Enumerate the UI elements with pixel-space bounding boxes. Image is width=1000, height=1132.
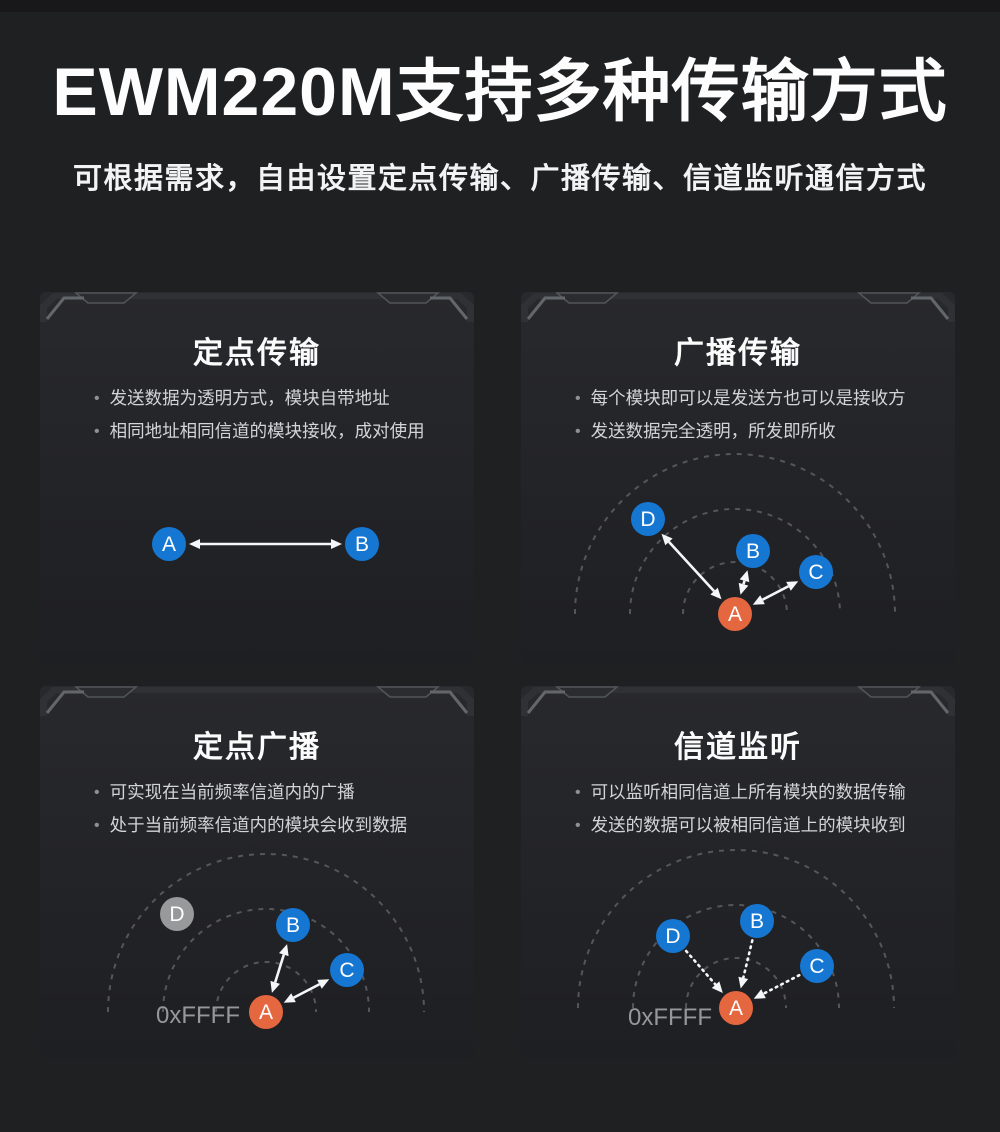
node-b: B [740,904,774,938]
bullet-item: • 发送的数据可以被相同信道上的模块收到 [575,809,935,842]
bullet-item: • 每个模块即可以是发送方也可以是接收方 [575,382,935,415]
fixed-broadcast-diagram: D B C A 0xFFFF [107,853,425,1029]
bullet-item: • 可实现在当前频率信道内的广播 [94,776,454,809]
arrow-b-a [738,939,754,989]
bullet-text: 发送的数据可以被相同信道上的模块收到 [590,815,906,835]
node-b: B [736,534,770,568]
bullet-dot: • [575,423,581,440]
card-title: 定点广播 [193,731,321,764]
bullet-text: 每个模块即可以是发送方也可以是接收方 [590,388,906,408]
signal-arc [107,853,425,1013]
broadcast-diagram: D B C A [574,453,896,631]
node-d: D [631,502,665,536]
node-d: D [656,919,690,953]
node-b: B [276,908,310,942]
bullet-dot: • [94,390,100,407]
bullet-item: • 处于当前频率信道内的模块会收到数据 [94,809,454,842]
node-label: D [169,903,184,926]
card-channel-listening: 信道监听 • 可以监听相同信道上所有模块的数据传输 • 发送的数据可以被相同信道上的模… [521,686,955,1058]
node-a: A [152,527,186,561]
arrow-a-c [752,581,799,605]
arrow-a-b [270,944,289,993]
bullet-dot: • [575,390,581,407]
node-label: B [286,914,300,937]
channel-listening-diagram: D B C A 0xFFFF [577,849,895,1031]
arrow-a-b [738,570,750,595]
node-label: A [728,603,742,626]
card-fixed-point-broadcast: 定点广播 • 可实现在当前频率信道内的广播 • 处于当前频率信道内的模块会收到数据 D… [40,686,474,1058]
bullet-text: 可实现在当前频率信道内的广播 [109,782,355,802]
broadcast-address-label: 0xFFFF [156,1002,240,1029]
bullet-list: • 可实现在当前频率信道内的广播 • 处于当前频率信道内的模块会收到数据 [40,776,474,842]
bullet-list: • 可以监听相同信道上所有模块的数据传输 • 发送的数据可以被相同信道上的模块收到 [521,776,955,842]
bullet-list: • 发送数据为透明方式，模块自带地址 • 相同地址相同信道的模块接收，成对使用 [40,382,474,448]
header: EWM220M支持多种传输方式 可根据需求，自由设置定点传输、广播传输、信道监听… [0,0,1000,198]
node-b: B [345,527,379,561]
bullet-dot: • [575,817,581,834]
arrow-a-d [661,533,722,600]
node-label: B [746,540,760,563]
signal-arc [632,904,840,1009]
node-label: D [640,508,655,531]
arrow-c-a [753,973,801,999]
page-subtitle: 可根据需求，自由设置定点传输、广播传输、信道监听通信方式 [72,163,927,195]
node-label: B [750,910,764,933]
broadcast-address-label: 0xFFFF [628,1004,712,1031]
card-fixed-point-transmission: 定点传输 • 发送数据为透明方式，模块自带地址 • 相同地址相同信道的模块接收，成对使… [40,292,474,664]
card-frame-decoration [40,292,474,322]
bullet-list: • 每个模块即可以是发送方也可以是接收方 • 发送数据完全透明，所发即所收 [521,382,955,448]
node-a: A [718,597,752,631]
node-label: D [665,925,680,948]
top-strip [0,0,1000,12]
bullet-text: 发送数据完全透明，所发即所收 [590,421,836,441]
node-a: A [249,995,283,1029]
bullet-dot: • [575,784,581,801]
node-label: C [808,561,823,584]
arrow-d-a [684,949,723,993]
signal-arc [574,453,896,615]
bullet-item: • 相同地址相同信道的模块接收，成对使用 [94,415,454,448]
node-label: A [729,997,743,1020]
node-d: D [160,897,194,931]
node-label: C [339,959,354,982]
bullet-dot: • [94,423,100,440]
bullet-text: 相同地址相同信道的模块接收，成对使用 [109,421,425,441]
bullet-item: • 发送数据为透明方式，模块自带地址 [94,382,454,415]
bullet-dot: • [94,784,100,801]
bullet-text: 发送数据为透明方式，模块自带地址 [109,388,390,408]
node-label: A [259,1001,273,1024]
card-frame-decoration [521,686,955,716]
card-frame-decoration [521,292,955,322]
arrow-a-c [283,979,330,1003]
bullet-item: • 可以监听相同信道上所有模块的数据传输 [575,776,935,809]
node-label: A [162,533,176,556]
node-a: A [719,991,753,1025]
signal-arc [577,849,895,1009]
card-frame-decoration [40,686,474,716]
bullet-dot: • [94,817,100,834]
bullet-text: 处于当前频率信道内的模块会收到数据 [109,815,408,835]
signal-arc [162,908,370,1013]
node-label: B [355,533,369,556]
card-title: 定点传输 [193,337,321,370]
node-c: C [330,953,364,987]
bullet-item: • 发送数据完全透明，所发即所收 [575,415,935,448]
bullet-text: 可以监听相同信道上所有模块的数据传输 [590,782,906,802]
node-label: C [809,955,824,978]
card-broadcast-transmission: 广播传输 •每个模块即可以是发送方也可以是接收方•发送数据完全透明，所发即所收 … [521,292,955,664]
card-title: 信道监听 [674,731,802,764]
node-c: C [799,555,833,589]
arrow-a-b [189,539,342,549]
signal-arc [215,961,317,1013]
signal-arc [682,561,788,615]
page-title: EWM220M支持多种传输方式 [52,54,948,130]
card-title: 广播传输 [674,337,802,370]
node-c: C [800,949,834,983]
signal-arc [685,957,787,1009]
